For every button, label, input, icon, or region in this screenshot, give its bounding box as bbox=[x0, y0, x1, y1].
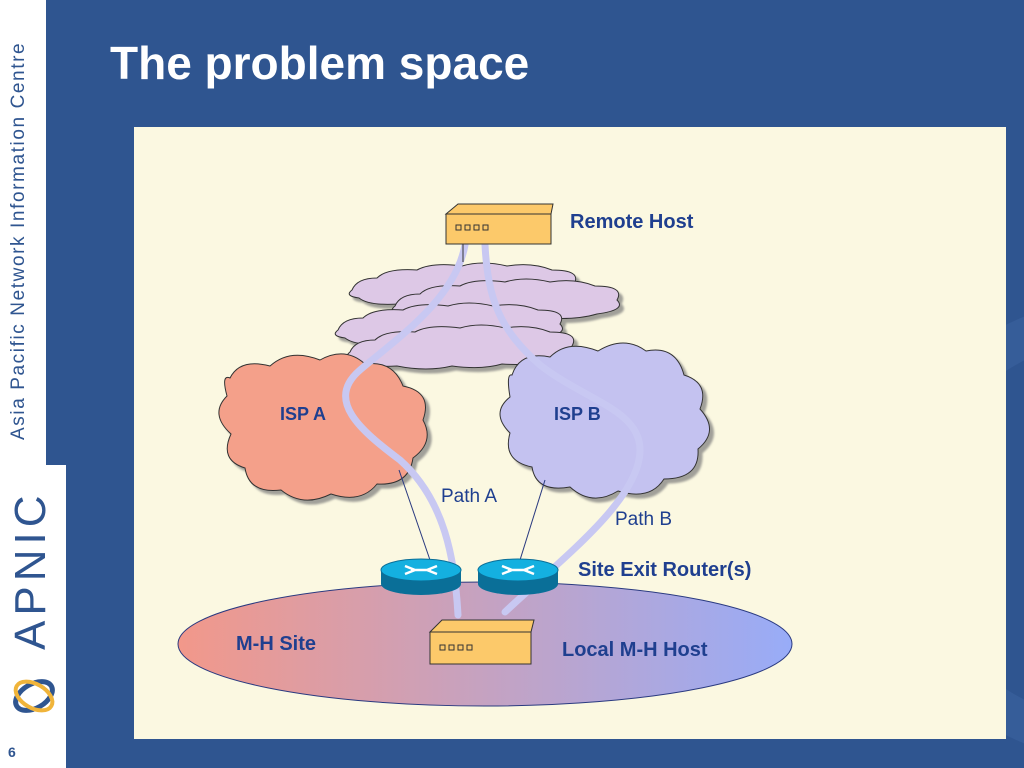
connector-line-b bbox=[519, 479, 546, 561]
path-b-line bbox=[481, 241, 644, 616]
isp-b-cloud bbox=[499, 342, 710, 499]
mh-site-label: M-H Site bbox=[236, 633, 316, 655]
local-host-icon bbox=[428, 619, 535, 665]
isp-a-cloud bbox=[218, 353, 428, 501]
sidebar-shape bbox=[0, 0, 66, 768]
isp-a-label: ISP A bbox=[280, 404, 327, 424]
isp-b-label: ISP B bbox=[554, 404, 601, 424]
connector-line-a bbox=[398, 469, 431, 561]
router-b-icon bbox=[477, 558, 559, 595]
slide-title: The problem space bbox=[110, 37, 530, 89]
router-a-icon bbox=[380, 558, 462, 595]
path-b-label: Path B bbox=[615, 509, 673, 530]
remote-host-icon bbox=[444, 203, 554, 262]
site-exit-routers-label: Site Exit Router(s) bbox=[578, 559, 752, 581]
path-a-line bbox=[342, 241, 469, 619]
path-a-label: Path A bbox=[441, 486, 497, 507]
page-number: 6 bbox=[8, 744, 16, 760]
local-host-label: Local M-H Host bbox=[562, 639, 708, 661]
remote-host-label: Remote Host bbox=[570, 211, 694, 233]
apnic-logo-icon bbox=[13, 679, 55, 713]
